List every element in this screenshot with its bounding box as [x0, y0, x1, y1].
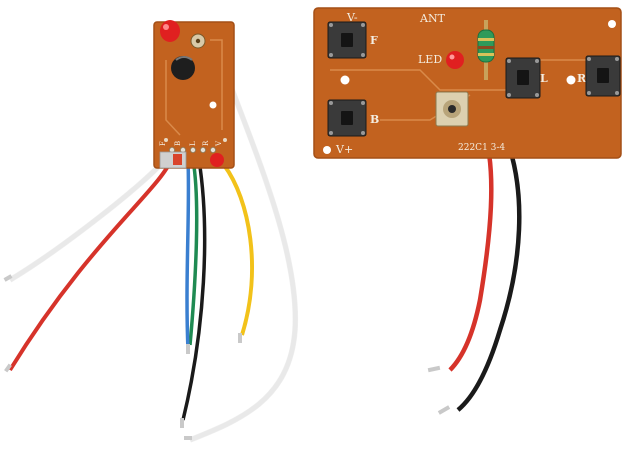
label-backward: B — [370, 113, 379, 126]
receiver-yellow-wire — [222, 163, 255, 336]
transmitter-black-wire — [456, 127, 522, 412]
receiver-black-wire — [181, 159, 207, 421]
label-v-plus: V+ — [335, 143, 353, 156]
receiver-red-led — [160, 20, 180, 42]
transmitter-red-led — [446, 51, 464, 69]
receiver-blue-wire — [185, 159, 191, 351]
receiver-pin-label: F — [159, 141, 167, 146]
receiver-switch-knob — [173, 154, 182, 165]
receiver-wire-tip — [184, 436, 192, 440]
receiver-red-wire — [8, 157, 174, 372]
receiver-pin-label: L — [189, 141, 197, 146]
receiver-board: F B L R V — [3, 20, 299, 443]
receiver-pin-label: B — [174, 141, 182, 146]
button-left — [505, 57, 541, 99]
receiver-green-wire — [188, 159, 199, 346]
transmitter-potentiometer — [435, 91, 469, 127]
mounting-hole — [209, 101, 217, 109]
receiver-red-led-small — [210, 153, 224, 167]
mounting-hole — [340, 75, 350, 85]
label-v-minus: V- — [346, 11, 358, 24]
receiver-pads — [168, 146, 216, 153]
receiver-pin-label: V — [215, 140, 223, 147]
label-left: L — [540, 72, 548, 85]
transmitter-wire-tip — [427, 365, 441, 373]
mounting-hole — [608, 20, 616, 28]
antenna-inductor — [477, 20, 495, 80]
receiver-pin-label: R — [202, 140, 210, 146]
label-right: R — [577, 72, 587, 85]
transmitter-red-wire — [448, 127, 494, 372]
receiver-wire-tip — [180, 418, 184, 428]
mounting-hole — [323, 146, 331, 154]
label-led: LED — [418, 53, 442, 66]
button-right — [585, 55, 621, 97]
receiver-wire-tip — [186, 344, 190, 354]
button-backward — [327, 99, 367, 137]
transmitter-wire-tip — [437, 405, 451, 415]
receiver-white-wire-long — [189, 51, 298, 443]
receiver-wire-tip — [3, 274, 13, 282]
receiver-pcb — [153, 21, 235, 169]
receiver-wire-tip — [238, 333, 242, 343]
label-part-number: 222C1 3-4 — [458, 143, 505, 153]
receiver-wire-tip — [4, 363, 12, 373]
mounting-hole — [566, 75, 576, 85]
label-forward: F — [370, 34, 378, 47]
receiver-capacitor — [171, 56, 195, 80]
button-forward — [327, 21, 367, 59]
label-ant: ANT — [419, 12, 446, 25]
transmitter-board: V- ANT F LED L R B V+ 222C1 3-4 — [313, 7, 622, 415]
